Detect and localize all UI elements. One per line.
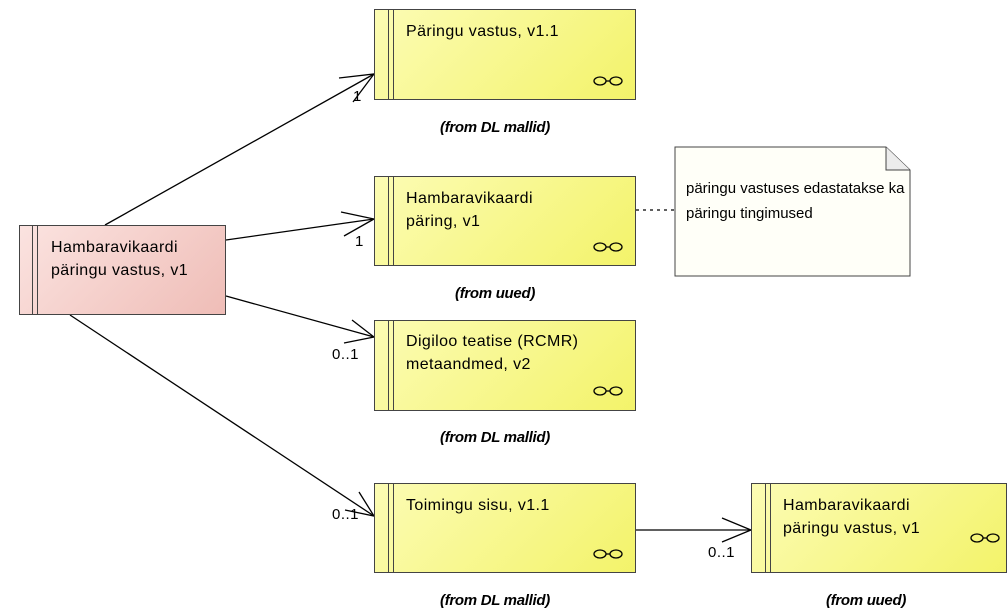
class-digiloo-teatise-metaandmed[interactable]: Digiloo teatise (RCMR) metaandmed, v2 — [374, 320, 636, 411]
association-to-digiloo — [225, 295, 375, 338]
class-name: Toimingu sisu, v1.1 — [406, 497, 550, 514]
link-icon — [593, 549, 623, 559]
note-text: päringu vastuses edastatakse ka päringu … — [686, 180, 905, 222]
class-stereotype-bar — [388, 484, 389, 572]
multiplicity-toimingu: 0..1 — [332, 506, 360, 523]
class-stereotype-bar — [770, 484, 771, 572]
class-toimingu-sisu[interactable]: Toimingu sisu, v1.1 — [374, 483, 636, 573]
multiplicity-digiloo: 0..1 — [332, 346, 360, 363]
link-icon — [593, 386, 623, 396]
from-package-label: (from uued) — [455, 285, 536, 302]
class-stereotype-bar — [388, 10, 389, 99]
class-name: Hambaravikaardi päringu vastus, v1 — [51, 239, 189, 279]
class-stereotype-bar — [393, 177, 394, 265]
class-stereotype-bar — [32, 226, 33, 314]
class-stereotype-bar — [393, 484, 394, 572]
class-name: Päringu vastus, v1.1 — [406, 23, 559, 40]
association-to-response — [104, 73, 375, 226]
association-to-toimingu — [69, 314, 375, 517]
from-package-label: (from DL mallid) — [440, 429, 550, 446]
multiplicity-query: 1 — [355, 233, 364, 250]
link-icon — [970, 533, 1000, 543]
from-package-label: (from DL mallid) — [440, 592, 550, 609]
from-package-label: (from uued) — [826, 592, 907, 609]
multiplicity-hambara2: 0..1 — [708, 544, 736, 561]
class-name: Hambaravikaardi päring, v1 — [406, 190, 533, 230]
class-hambaravikaardi-paringu-vastus-ref[interactable]: Hambaravikaardi päringu vastus, v1 — [751, 483, 1007, 573]
note-shape — [674, 146, 911, 277]
class-hambaravikaardi-paringu-vastus-main[interactable]: Hambaravikaardi päringu vastus, v1 — [19, 225, 226, 315]
class-name: Digiloo teatise (RCMR) metaandmed, v2 — [406, 333, 579, 373]
note-fold — [885, 147, 910, 171]
class-stereotype-bar — [765, 484, 766, 572]
class-stereotype-bar — [37, 226, 38, 314]
from-package-label: (from DL mallid) — [440, 119, 550, 136]
link-icon — [593, 76, 623, 86]
class-stereotype-bar — [388, 321, 389, 410]
class-stereotype-bar — [388, 177, 389, 265]
class-name: Hambaravikaardi päringu vastus, v1 — [783, 497, 921, 537]
class-hambaravikaardi-paring[interactable]: Hambaravikaardi päring, v1 — [374, 176, 636, 266]
association-to-query — [225, 218, 375, 241]
arrowhead-digiloo — [343, 319, 376, 344]
link-icon — [593, 242, 623, 252]
multiplicity-response: 1 — [353, 88, 362, 105]
class-paringu-vastus[interactable]: Päringu vastus, v1.1 — [374, 9, 636, 100]
class-stereotype-bar — [393, 321, 394, 410]
class-stereotype-bar — [393, 10, 394, 99]
